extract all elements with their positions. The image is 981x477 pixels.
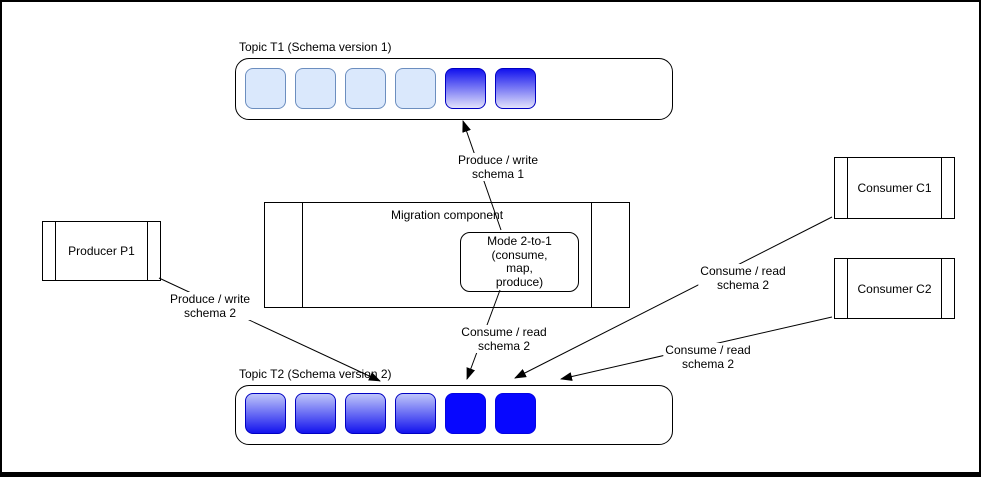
message-square-light [345, 68, 386, 109]
consumer-c1-label: Consumer C1 [857, 181, 932, 195]
producer-p1-box: Producer P1 [42, 221, 161, 281]
message-square-solid [445, 393, 486, 434]
message-square-light [295, 68, 336, 109]
mode-box-line1: Mode 2-to-1 [487, 234, 552, 248]
consumer-c2-box: Consumer C2 [834, 258, 955, 319]
topic-t2-container [235, 385, 673, 445]
producer-p1-label: Producer P1 [68, 244, 135, 258]
topic-t1-container [235, 58, 673, 120]
edge-label-consume-mid: Consume / read schema 2 [459, 325, 549, 353]
message-square-solid [495, 393, 536, 434]
message-square-blue-to-white [495, 68, 536, 109]
edge-label-consume-c1: Consume / read schema 2 [698, 264, 788, 292]
message-square-white-to-blue [245, 393, 286, 434]
message-square-blue-to-white [445, 68, 486, 109]
topic-t1-label: Topic T1 (Schema version 1) [239, 40, 392, 54]
edge-label-produce-schema1: Produce / write schema 1 [455, 153, 541, 181]
consumer-c1-box: Consumer C1 [834, 157, 955, 219]
mode-2-to-1-box: Mode 2-to-1 (consume, map, produce) [460, 232, 579, 292]
message-square-light [395, 68, 436, 109]
topic-t1-messages [236, 59, 672, 109]
topic-t2-messages [236, 386, 672, 434]
mode-box-line4: produce) [495, 274, 544, 289]
mode-box-line2: (consume, [491, 247, 548, 262]
edge-label-produce-schema2: Produce / write schema 2 [167, 292, 253, 320]
message-square-white-to-blue [345, 393, 386, 434]
message-square-white-to-blue [295, 393, 336, 434]
edge-label-consume-c2: Consume / read schema 2 [663, 343, 753, 371]
topic-t2-label: Topic T2 (Schema version 2) [239, 367, 392, 381]
consumer-c2-label: Consumer C2 [857, 281, 932, 296]
mode-box-line3: map, [506, 261, 533, 275]
message-square-white-to-blue [395, 393, 436, 434]
message-square-light [245, 68, 286, 109]
